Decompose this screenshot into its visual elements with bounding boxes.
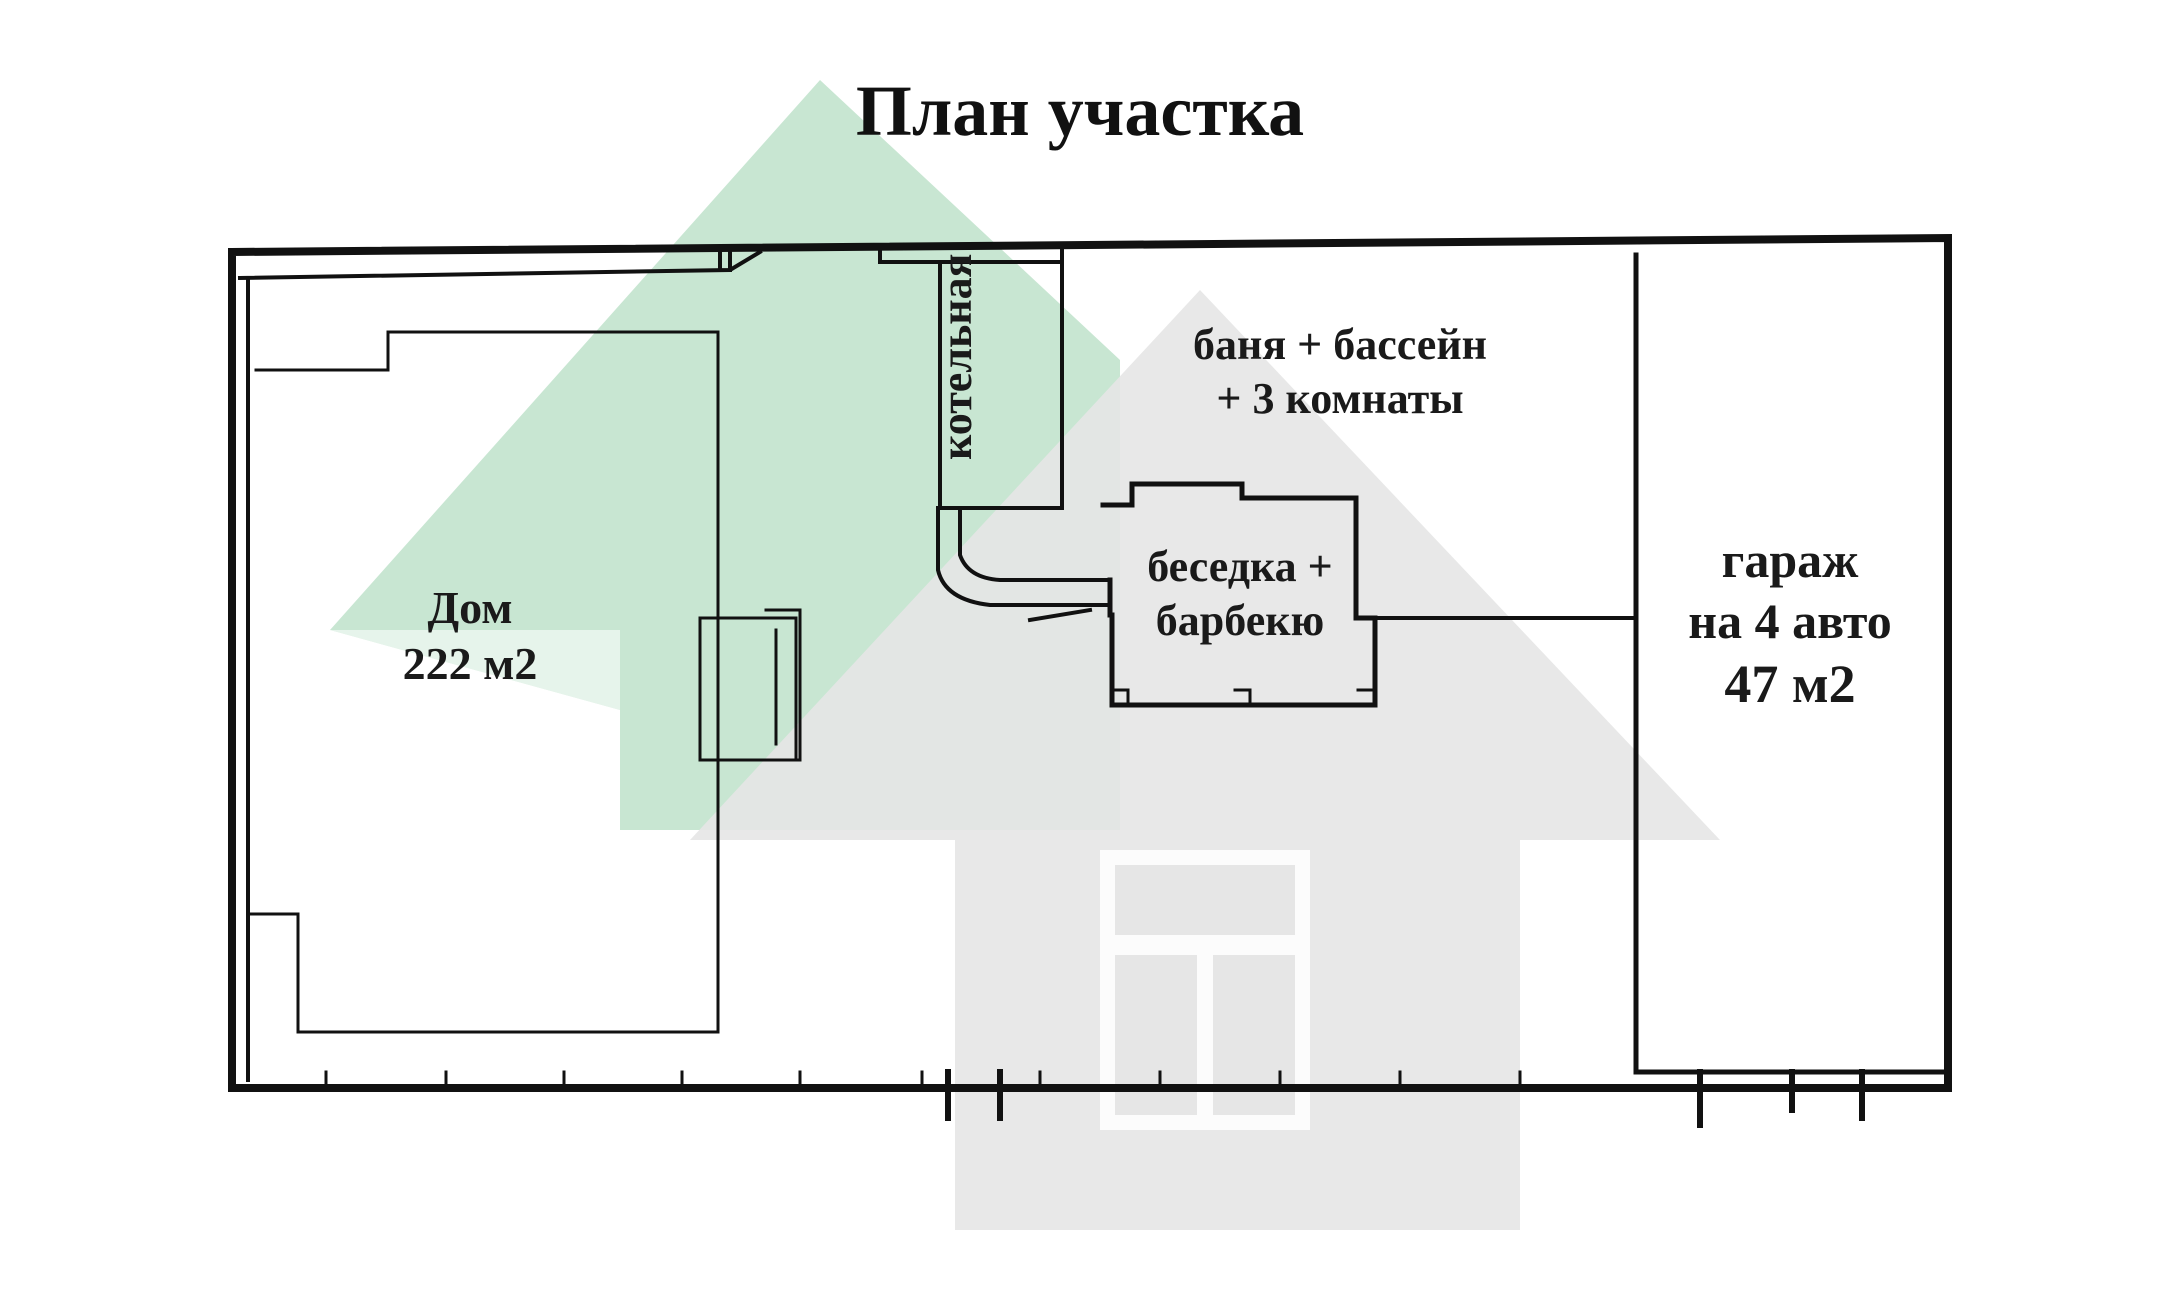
pipe-inner	[958, 508, 1112, 582]
garage-label: гараж на 4 авто 47 м2	[1640, 530, 1940, 718]
plot-walls	[228, 233, 1952, 1128]
bathhouse-line-2: + 3 комнаты	[1216, 373, 1464, 423]
gazebo-outline	[1100, 481, 1378, 708]
garage-area: 47 м2	[1724, 654, 1856, 714]
garage-left-wall	[1633, 252, 1951, 1075]
gate-markers	[945, 1069, 1865, 1128]
house-area: 222 м2	[402, 638, 538, 690]
garage-line-1: гараж	[1721, 532, 1859, 588]
gazebo-line-2: барбекю	[1155, 595, 1325, 645]
bathhouse-line-1: баня + бассейн	[1192, 320, 1488, 369]
pipe-outer	[936, 506, 1112, 607]
bathhouse-label: баня + бассейн + 3 комнаты	[1150, 318, 1530, 425]
watermark-green-arrow-notch	[330, 630, 620, 710]
house-name: Дом	[427, 582, 513, 633]
pipe-arrow	[1027, 607, 1093, 623]
watermark-gray-house	[690, 290, 1720, 1230]
house-outline	[246, 330, 720, 1034]
boiler-room-label: котельная	[932, 253, 981, 460]
house-label: Дом 222 м2	[340, 580, 600, 692]
plot-boundary	[228, 233, 1952, 1092]
gazebo-posts	[1110, 688, 1377, 707]
gazebo-line-1: беседка +	[1147, 542, 1333, 591]
house-porch	[698, 608, 802, 762]
garage-line-2: на 4 авто	[1688, 593, 1892, 649]
plan-title: План участка	[855, 71, 1305, 151]
gazebo-label: беседка + барбекю	[1110, 540, 1370, 647]
watermark-house-window-top	[1115, 865, 1295, 935]
